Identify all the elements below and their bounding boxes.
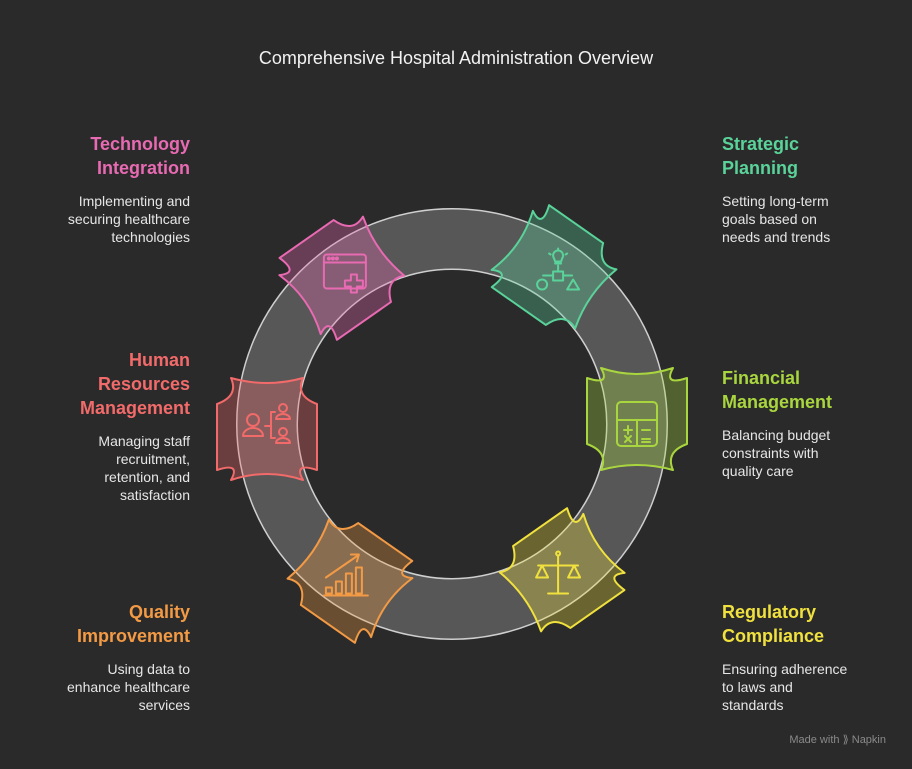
stage-title: Quality Improvement [76,602,190,646]
stage-title: Technology Integration [90,134,190,178]
calculator-icon [616,401,658,447]
diagram-title: Comprehensive Hospital Administration Ov… [258,48,654,68]
stage-description: Balancing budget constraints with qualit… [722,427,831,479]
stage-label-strategic-planning: Strategic Planning Setting long-term goa… [722,132,912,246]
stage-description: Using data to enhance healthcare service… [67,661,190,713]
stage-description: Managing staff recruitment, retention, a… [98,433,190,503]
stage-label-human-resources: Human Resources Management Managing staf… [0,348,190,504]
stage-label-quality-improvement: Quality Improvement Using data to enhanc… [0,600,190,714]
footer-credit: Made with ⟫ Napkin [789,733,886,746]
stage-title: Regulatory Compliance [722,602,825,646]
stage-label-financial-management: Financial Management Balancing budget co… [722,366,912,480]
stage-title: Human Resources Management [79,350,190,418]
stage-title: Financial Management [722,368,833,412]
footer-brand: Napkin [851,734,886,746]
stage-title: Strategic Planning [722,134,800,178]
stage-label-regulatory-compliance: Regulatory Compliance Ensuring adherence… [722,600,912,714]
browser-medical-cross-icon [322,253,367,294]
napkin-logo-icon: ⟫ [842,734,849,746]
scales-icon [535,550,582,595]
lightbulb-org-chart-icon [536,247,581,291]
stage-description: Ensuring adherence to laws and standards [722,661,848,713]
cycle-segment-shape [278,215,406,341]
cycle-segment [498,507,626,633]
cycle-segment-shape [216,377,318,481]
cycle-segment-shape [498,507,626,633]
stage-description: Implementing and securing healthcare tec… [67,193,190,245]
cycle-segment [278,215,406,341]
cycle-segment-shape [286,518,414,644]
stage-label-technology-integration: Technology Integration Implementing and … [0,132,190,246]
cycle-segment [216,377,318,481]
stage-description: Setting long-term goals based on needs a… [722,193,831,245]
cycle-segment-shape [490,204,618,330]
cycle-segment [490,204,618,330]
bar-chart-growth-icon [322,553,369,597]
cycle-segment [286,518,414,644]
people-hierarchy-icon [242,403,291,444]
footer-prefix: Made with [789,734,840,746]
